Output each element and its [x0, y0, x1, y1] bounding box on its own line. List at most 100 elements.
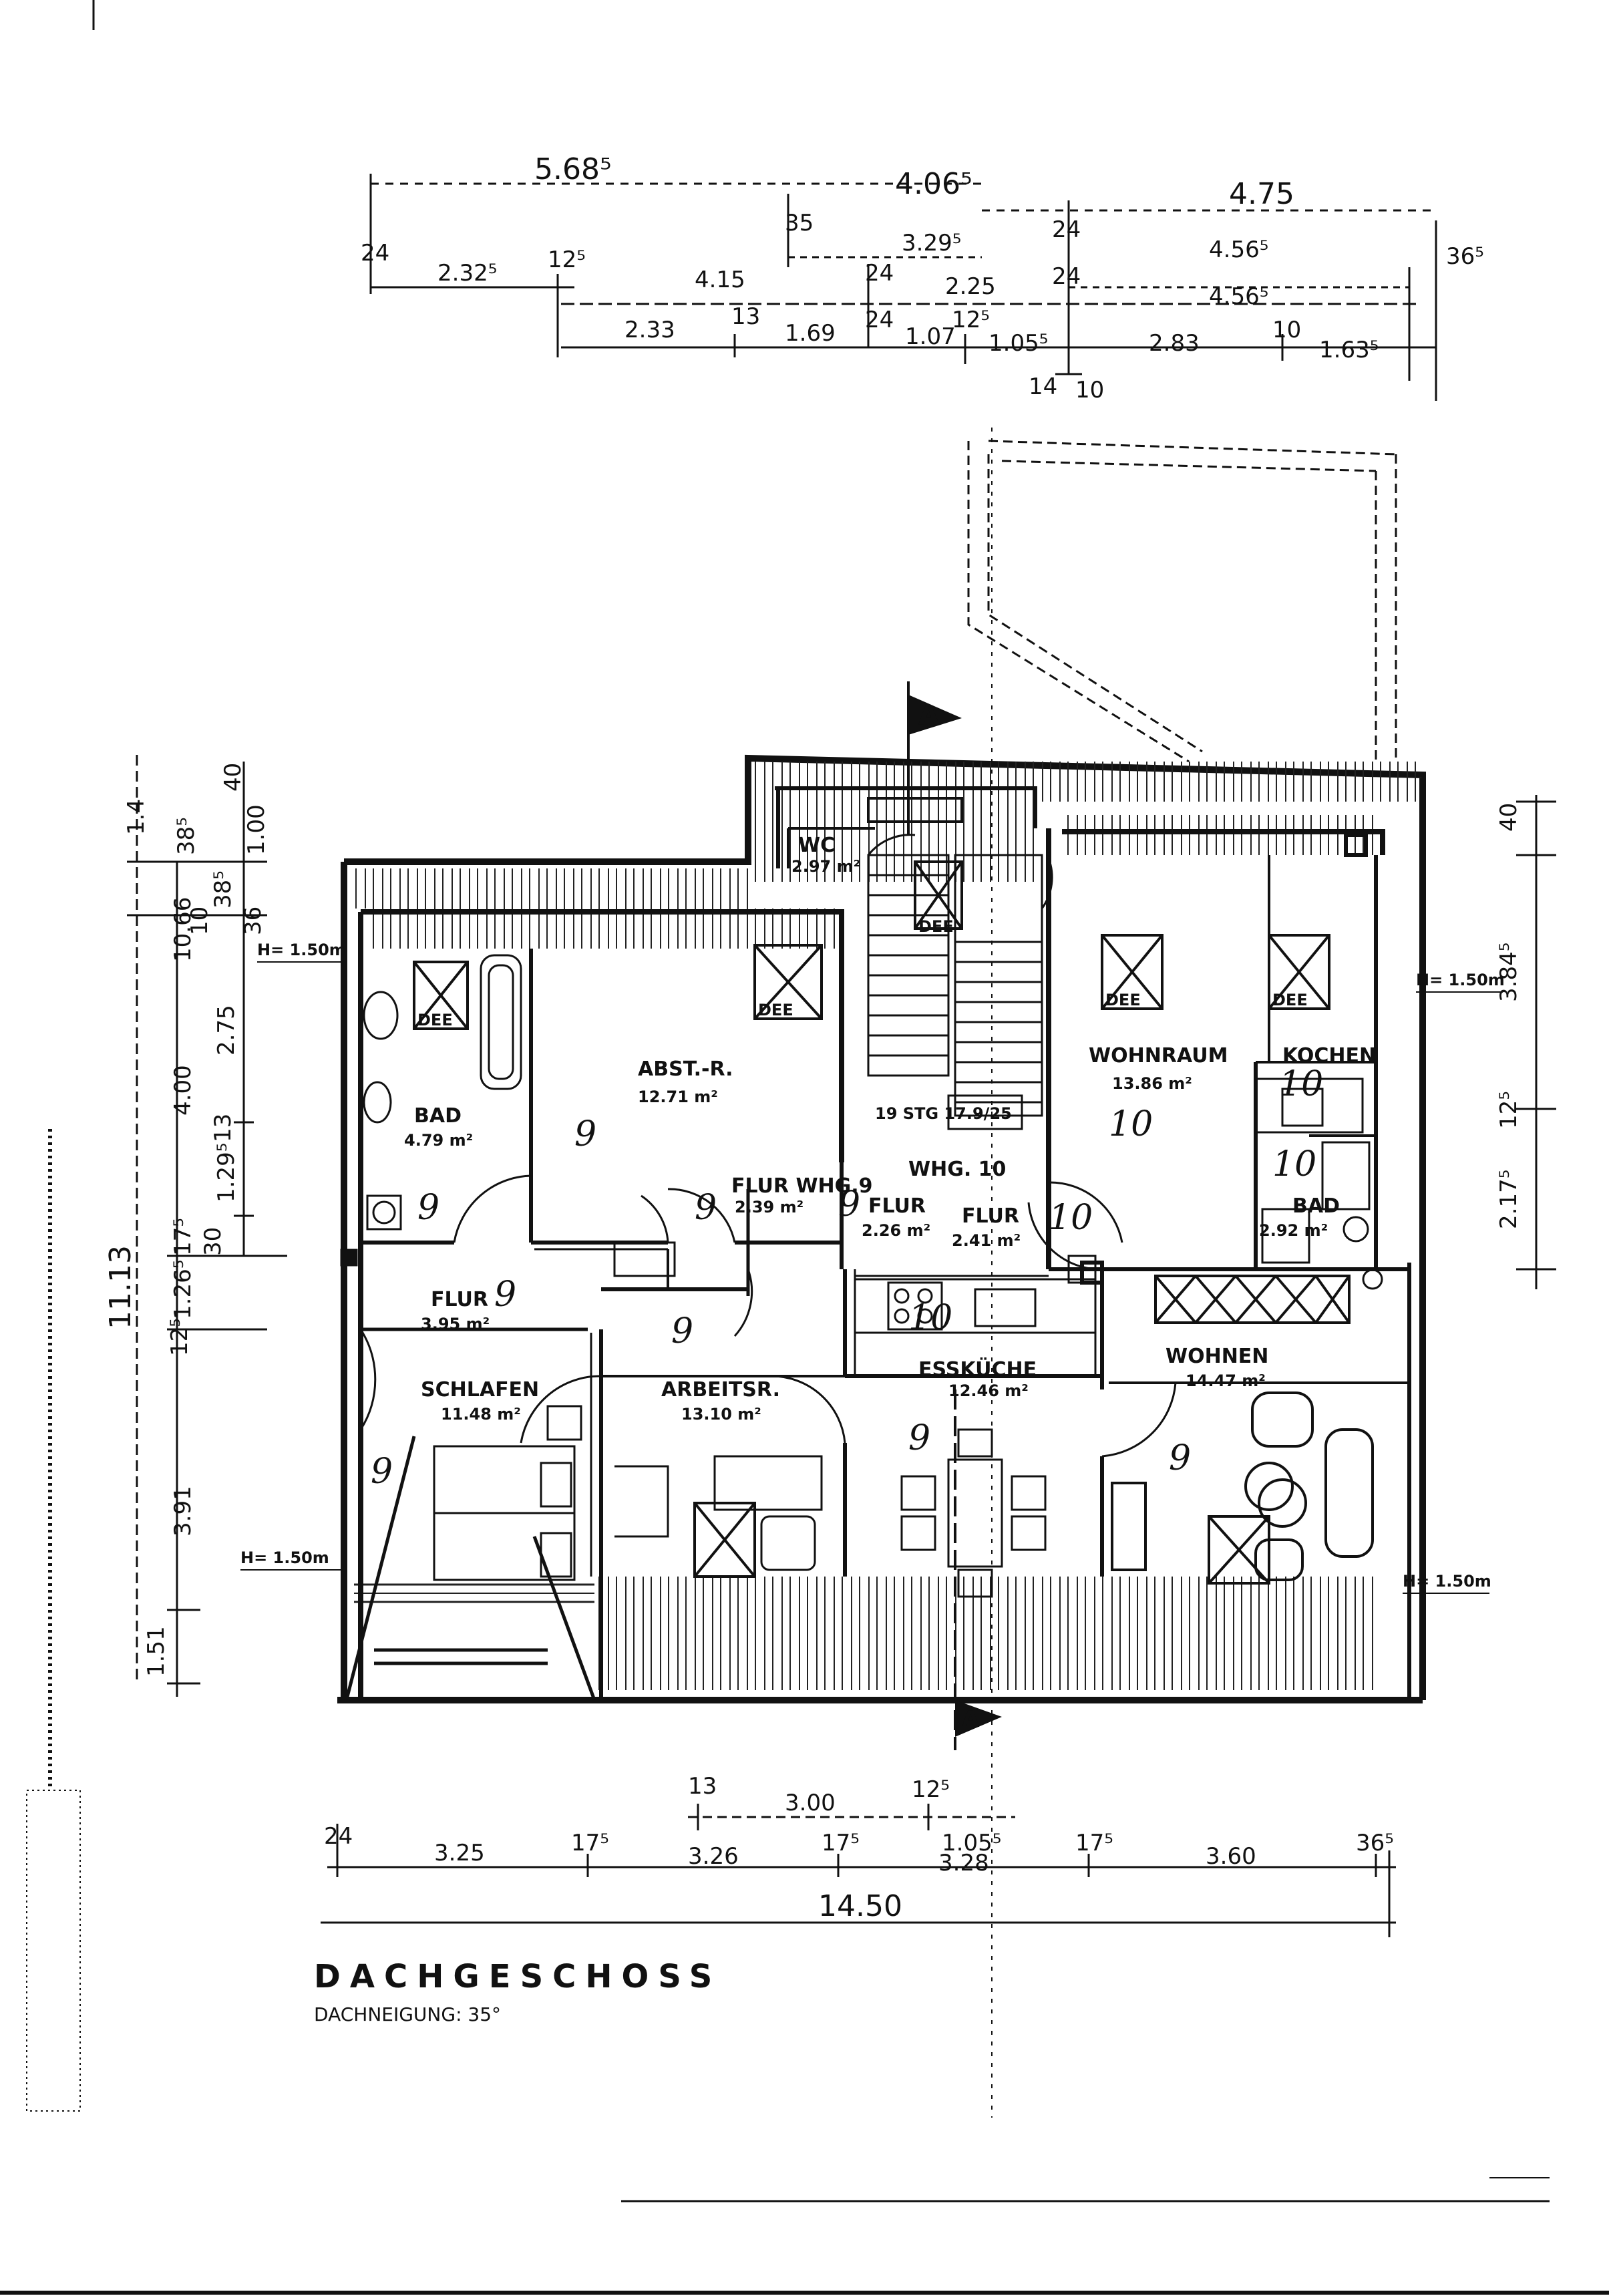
- skylight-label: DEE: [417, 1011, 453, 1029]
- dim-bottom-13: 13: [688, 1773, 717, 1800]
- dim-2-25: 2.25: [945, 273, 996, 300]
- dim-36-5: 36⁵: [1446, 243, 1484, 270]
- dim-10b: 10: [1075, 377, 1104, 403]
- handwritten-mark: 9: [908, 1418, 930, 1458]
- dim-bottom-17-5b: 17⁵: [822, 1830, 860, 1856]
- dim-left-38-5a: 38⁵: [173, 817, 200, 855]
- dim-3-29: 3.29⁵: [902, 230, 961, 257]
- drawing-title: DACHGESCHOSS DACHNEIGUNG: 35°: [314, 1958, 721, 2025]
- dim-bottom-3-00: 3.00: [785, 1790, 836, 1816]
- dim-left-36: 36: [240, 907, 266, 935]
- dim-12-5b: 12⁵: [952, 307, 990, 333]
- height-mark: H= 1.50m: [1403, 1572, 1491, 1591]
- room-bad-name: BAD: [414, 1104, 462, 1128]
- dim-35: 35: [785, 210, 814, 236]
- height-marks: H= 1.50m H= 1.50m H= 1.50m H= 1.50m: [240, 941, 1505, 1594]
- skylight-label: DEE: [758, 1001, 793, 1019]
- section-label-top: A: [918, 701, 939, 731]
- room-schlafen-name: SCHLAFEN: [421, 1378, 539, 1402]
- dim-right-2-17: 2.17⁵: [1495, 1170, 1522, 1229]
- dim-right-3-84: 3.84⁵: [1495, 943, 1522, 1002]
- top-dimensions: [369, 174, 1437, 401]
- handwritten-mark: 9: [574, 1114, 596, 1154]
- handwritten-mark: 9: [494, 1275, 516, 1315]
- dim-bottom-17-5c: 17⁵: [1075, 1830, 1113, 1856]
- dim-top-3: 4.75: [1229, 177, 1294, 211]
- drawing-title-main: DACHGESCHOSS: [314, 1958, 721, 1995]
- skylight-labels: DEE DEE DEE DEE DEE: [417, 917, 1308, 1029]
- handwritten-mark: 9: [671, 1311, 693, 1351]
- dim-12-5a: 12⁵: [548, 247, 586, 273]
- room-bad-area: 4.79 m²: [404, 1131, 473, 1150]
- dim-24c: 24: [865, 260, 894, 287]
- dim-top-1: 5.68⁵: [534, 152, 612, 186]
- dim-left-1-4: 1.4: [123, 799, 150, 835]
- bottom-dimension-labels: 13 3.00 12⁵ 24 3.25 17⁵ 3.26 17⁵ 1.05⁵ 3…: [324, 1773, 1394, 1923]
- top-dimension-labels: 5.68⁵ 4.06⁵ 4.75 24 2.32⁵ 12⁵ 35 3.29⁵ 2…: [361, 152, 1484, 403]
- dim-14: 14: [1029, 373, 1057, 400]
- room-bad-right-area: 2.92 m²: [1259, 1221, 1328, 1240]
- dim-left-1-00: 1.00: [243, 804, 270, 855]
- room-flur-left-area: 3.95 m²: [421, 1315, 490, 1333]
- dim-24a: 24: [361, 240, 389, 267]
- dim-bottom-3-60: 3.60: [1206, 1843, 1256, 1870]
- room-abst-name: ABST.-R.: [638, 1057, 733, 1081]
- dim-left-13: 13: [210, 1114, 236, 1142]
- dim-left-4-00: 4.00: [170, 1065, 196, 1116]
- bottom-dimensions: [321, 1804, 1396, 1937]
- dim-top-2: 4.06⁵: [895, 167, 972, 201]
- dim-right-12-5: 12⁵: [1495, 1091, 1522, 1129]
- room-arbeitsr-name: ARBEITSR.: [661, 1378, 780, 1402]
- room-esskueche-area: 12.46 m²: [948, 1381, 1029, 1400]
- room-whg10-name: WHG. 10: [908, 1158, 1006, 1181]
- room-wohnen-area: 14.47 m²: [1186, 1371, 1266, 1390]
- drawing-title-sub: DACHNEIGUNG: 35°: [314, 2003, 501, 2025]
- dim-left-30: 30: [200, 1227, 226, 1256]
- room-wc-name: WC: [798, 834, 835, 857]
- skylight-label: DEE: [918, 917, 954, 936]
- dim-left-1-26: 1.26⁵: [170, 1260, 196, 1319]
- dim-bottom-12-5: 12⁵: [912, 1776, 950, 1803]
- skylight-label: DEE: [1272, 991, 1308, 1009]
- handwritten-mark: 9: [1169, 1438, 1191, 1478]
- height-mark: H= 1.50m: [1416, 971, 1505, 989]
- room-labels: WC 2.97 m² BAD 4.79 m² ABST.-R. 12.71 m²…: [404, 834, 1376, 1424]
- room-flur-right-name: FLUR: [962, 1204, 1019, 1228]
- dim-bottom-3-25: 3.25: [434, 1840, 485, 1866]
- room-wohnraum-name: WOHNRAUM: [1089, 1044, 1228, 1068]
- handwritten-mark: 10: [908, 1298, 952, 1338]
- dim-left-38-5b: 38⁵: [210, 870, 236, 909]
- room-flur-mid-name: FLUR: [868, 1194, 926, 1218]
- handwritten-mark: 9: [371, 1452, 393, 1492]
- skylight-label: DEE: [1105, 991, 1141, 1009]
- handwritten-mark: 10: [1272, 1144, 1316, 1184]
- dim-left-17-5: 17⁵: [170, 1218, 196, 1256]
- room-flur9-name: FLUR WHG.9: [731, 1174, 873, 1198]
- room-schlafen-area: 11.48 m²: [441, 1405, 521, 1424]
- left-dimension-labels: 11.13 1.4 10.66 38⁵ 10 4.00 12⁵ 1.26⁵ 3.…: [104, 763, 270, 1677]
- dim-4-56b: 4.56⁵: [1209, 283, 1268, 310]
- building: [337, 754, 1426, 1703]
- dim-left-12-5: 12⁵: [166, 1318, 193, 1356]
- dim-left-2-75: 2.75: [213, 1005, 240, 1055]
- dim-bottom-total: 14.50: [818, 1889, 902, 1923]
- dim-24b: 24: [1052, 216, 1081, 243]
- dim-bottom-1-05: 1.05⁵: [942, 1830, 1001, 1856]
- section-marker-top: A: [907, 681, 962, 835]
- dim-left-1-51: 1.51: [143, 1626, 170, 1677]
- dim-bottom-3-26: 3.26: [688, 1843, 739, 1870]
- right-dimensions: [1516, 795, 1556, 1289]
- dim-left-10-66: 10.66: [170, 897, 196, 962]
- dim-left-3-91: 3.91: [170, 1486, 196, 1536]
- room-flur9-area: 2.39 m²: [735, 1198, 803, 1216]
- dim-2-32: 2.32⁵: [437, 260, 497, 287]
- stair-label: 19 STG 17.9/25: [875, 1104, 1012, 1123]
- room-esskueche-name: ESSKÜCHE: [918, 1357, 1037, 1381]
- terrace-outline: [967, 428, 1397, 2118]
- dim-right-40: 40: [1495, 803, 1522, 832]
- room-kochen-name: KOCHEN: [1282, 1044, 1376, 1068]
- handwritten-mark: 10: [1049, 1198, 1093, 1238]
- dim-1-63: 1.63⁵: [1319, 337, 1379, 363]
